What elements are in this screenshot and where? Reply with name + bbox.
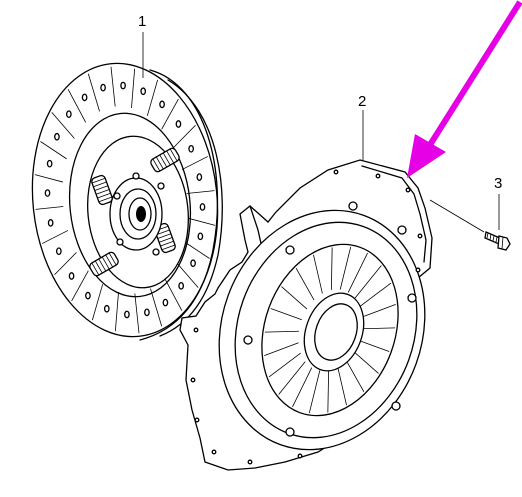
diaphragm-finger — [337, 366, 347, 406]
friction-groove — [71, 270, 89, 302]
rivet-hole — [199, 203, 206, 211]
rivet-hole — [120, 81, 126, 90]
indicator-arrow — [407, 0, 522, 178]
rivet-hole — [103, 304, 110, 313]
friction-groove — [150, 288, 163, 327]
flange-hole — [190, 377, 196, 383]
leader-lines — [142, 32, 500, 233]
flange-hole — [417, 233, 423, 239]
rivet-hole — [178, 281, 185, 290]
rivet-hole — [65, 110, 72, 119]
friction-groove — [67, 89, 87, 123]
diaphragm-finger — [352, 350, 379, 374]
diaphragm-finger — [339, 246, 352, 290]
rivet-hole — [190, 259, 196, 268]
rivet-hole — [188, 144, 194, 153]
callout-1: 1 — [138, 13, 146, 30]
diaphragm-finger — [264, 330, 299, 333]
diaphragm-finger — [268, 352, 301, 378]
rivet-hole — [85, 291, 91, 300]
friction-groove — [131, 68, 136, 109]
diaphragm-finger — [281, 286, 308, 310]
friction-groove — [163, 277, 183, 311]
diaphragm-finger — [270, 308, 302, 321]
diaphragm-finger — [264, 342, 299, 356]
diaphragm-finger — [278, 361, 306, 395]
rivet-hole — [159, 100, 165, 109]
damper-springs — [89, 147, 180, 277]
rivet-hole — [140, 87, 147, 96]
friction-groove — [146, 79, 159, 116]
friction-groove — [181, 156, 209, 170]
friction-groove — [175, 261, 199, 288]
friction-groove — [51, 112, 75, 139]
rivet-hole — [144, 308, 150, 317]
flange-hole — [375, 173, 381, 179]
rivet-hole — [196, 173, 203, 181]
diaphragm-finger — [361, 327, 396, 330]
pressure-plate — [179, 159, 433, 471]
friction-groove — [110, 66, 116, 107]
callout-2: 2 — [358, 93, 366, 110]
friction-groove — [54, 252, 77, 276]
flange-hole — [193, 327, 199, 333]
rivet-hole — [56, 247, 62, 256]
rivet-hole — [124, 310, 130, 319]
rivet-hole — [175, 120, 182, 128]
friction-groove — [35, 206, 64, 210]
friction-groove — [186, 217, 216, 226]
diaphragm-finger — [361, 304, 396, 318]
friction-groove — [173, 124, 196, 148]
flange-hole — [405, 187, 411, 193]
diaphragm-finger — [292, 367, 313, 408]
rivet-hole — [68, 272, 75, 280]
flange-hole — [415, 267, 421, 273]
rivet-hole — [197, 232, 204, 241]
flange-hole — [247, 459, 253, 465]
diaphragm-finger — [327, 370, 330, 413]
friction-groove — [87, 73, 100, 112]
rivet-hole — [162, 298, 169, 307]
friction-groove — [91, 284, 104, 321]
diaphragm-finger — [345, 359, 365, 393]
diaphragm-finger — [313, 254, 323, 294]
friction-groove — [41, 230, 69, 244]
rivet-hole — [81, 93, 88, 102]
diaphragm-finger — [347, 252, 368, 293]
diaphragm-finger — [358, 339, 390, 352]
friction-groove — [34, 174, 64, 183]
flange-hole — [211, 449, 217, 455]
friction-groove — [134, 293, 140, 334]
flange-hole — [333, 169, 339, 175]
flange-hole — [194, 417, 200, 423]
rivet-hole — [46, 159, 53, 168]
diaphragm-finger — [330, 247, 333, 290]
friction-groove — [40, 141, 67, 160]
clutch-disc — [31, 62, 223, 341]
rivet-hole — [47, 219, 54, 227]
rivet-hole — [44, 189, 51, 197]
diaphragm-finger — [308, 370, 321, 414]
rivet-hole — [54, 132, 60, 141]
friction-groove — [114, 291, 119, 332]
bolt — [484, 231, 511, 251]
rivet-hole — [100, 83, 106, 92]
callout-3: 3 — [494, 175, 502, 192]
friction-groove — [183, 240, 210, 259]
diaphragm-finger — [295, 267, 315, 301]
diaphragm-finger — [354, 265, 382, 299]
friction-groove — [186, 190, 215, 194]
flange-hole — [297, 453, 303, 459]
diaphragm-finger — [359, 282, 392, 308]
friction-groove — [161, 98, 179, 130]
